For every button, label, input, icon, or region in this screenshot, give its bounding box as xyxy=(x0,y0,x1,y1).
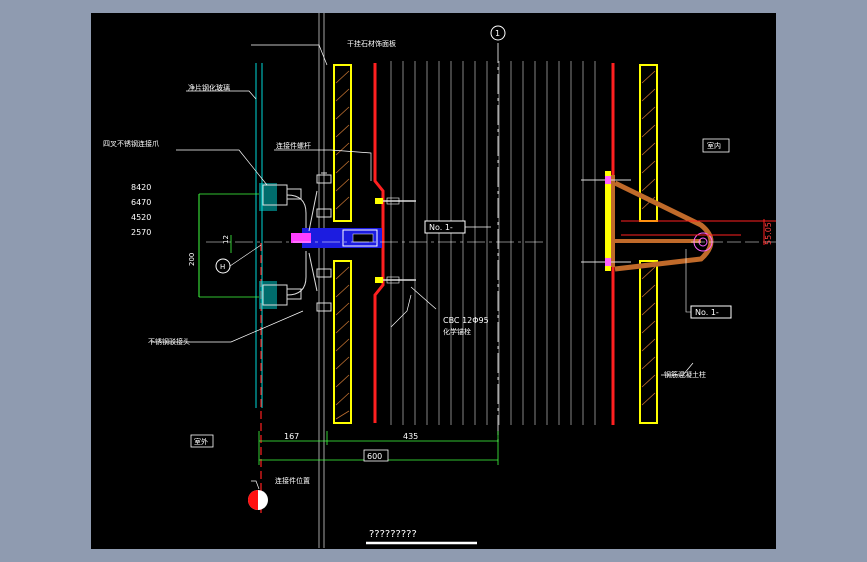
label-connector-position: 连接件位置 xyxy=(275,476,310,485)
stone-panel-left xyxy=(333,64,352,424)
right-bracket-assembly xyxy=(581,171,776,272)
dim-167: 167 xyxy=(284,432,299,441)
red-profile-left xyxy=(373,63,385,423)
label-stone-panel: 干挂石材饰面板 xyxy=(347,39,396,48)
glass-curtain-wall-section-drawing: 干挂石材饰面板 净片钢化玻璃 四叉不锈钢连接爪 连接件螺杆 不锈钢驳接头 室外 … xyxy=(103,13,776,548)
axis-1-text: 1 xyxy=(495,29,500,38)
dim-435: 435 xyxy=(403,432,418,441)
dim-55: 55.05 xyxy=(764,222,773,245)
label-interior: 室内 xyxy=(707,141,721,150)
level-4: 2570 xyxy=(131,228,151,237)
axis-h-text: H xyxy=(220,263,225,271)
dim-600: 600 xyxy=(367,452,382,461)
exterior-label-box xyxy=(190,434,214,448)
drawing-title: ????????? xyxy=(369,529,417,540)
stone-panel-right xyxy=(639,64,658,424)
level-dimension-group xyxy=(198,193,259,298)
tag-right-text: No. 1- xyxy=(695,308,719,317)
label-tempered-glass: 净片钢化玻璃 xyxy=(188,83,230,92)
dim-12: 12 xyxy=(222,235,230,244)
section-marker-icon xyxy=(248,490,268,510)
label-connector-bolt: 连接件螺杆 xyxy=(276,141,311,150)
axis-bubble-1 xyxy=(490,25,506,41)
leader-lines xyxy=(151,44,694,490)
dim-200: 200 xyxy=(188,253,196,266)
tag-left-text: No. 1- xyxy=(429,223,453,232)
label-bolt-spec: CBC 12Φ95 xyxy=(443,316,489,325)
label-bolt-note: 化学锚栓 xyxy=(443,327,471,336)
glass-pane-lines xyxy=(255,13,325,548)
claw-fitting xyxy=(259,172,332,312)
level-2: 6470 xyxy=(131,198,151,207)
label-stainless-claw: 四叉不锈钢连接爪 xyxy=(103,139,159,148)
label-stainless-head: 不锈钢驳接头 xyxy=(148,337,190,346)
connector-assembly xyxy=(206,197,546,284)
cad-viewport[interactable]: 干挂石材饰面板 净片钢化玻璃 四叉不锈钢连接爪 连接件螺杆 不锈钢驳接头 室外 … xyxy=(91,13,776,549)
label-exterior: 室外 xyxy=(194,437,208,446)
dim-600-box xyxy=(363,449,389,462)
label-concrete-column: 钢筋混凝土柱 xyxy=(664,370,706,379)
level-1: 8420 xyxy=(131,183,151,192)
interior-label-box xyxy=(702,138,730,153)
column-section-lines xyxy=(390,61,596,425)
level-3: 4520 xyxy=(131,213,151,222)
